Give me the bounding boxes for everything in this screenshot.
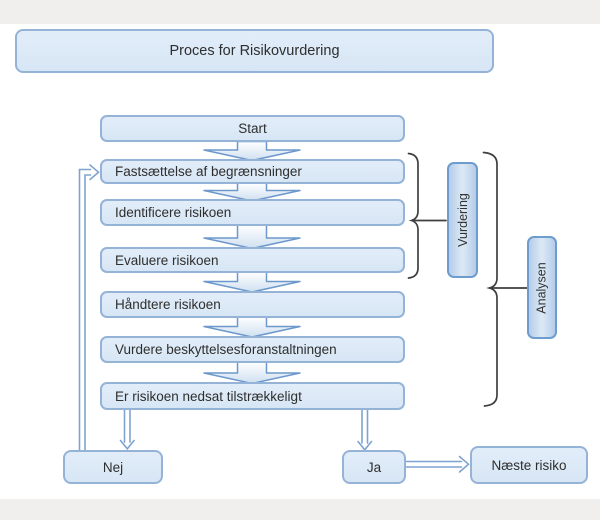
flow-arrow-3 — [203, 224, 301, 250]
top-gray-band — [0, 0, 600, 24]
flow-step-start: Start — [100, 115, 405, 142]
bracket-vurdering — [407, 152, 447, 279]
arrow-to-ja — [357, 409, 373, 452]
flow-step-define-limits: Fastsættelse af begrænsninger — [100, 159, 405, 184]
flow-step-risk-reduced-check: Er risikoen nedsat tilstrækkeligt — [100, 382, 405, 410]
arrow-ja-to-next — [405, 455, 470, 473]
flow-arrow-1 — [203, 140, 301, 162]
flow-step-assess-safeguards: Vurdere beskyttelsesforanstaltningen — [100, 336, 405, 363]
flow-step-identify-risk: Identificere risikoen — [100, 199, 405, 226]
vurdering-label-box: Vurdering — [447, 162, 478, 278]
flow-arrow-5 — [203, 316, 301, 338]
feedback-arrow-nej-to-constraints — [78, 164, 100, 451]
analysen-label-box: Analysen — [527, 236, 557, 339]
flow-step-handle-risk: Håndtere risikoen — [100, 291, 405, 318]
analysen-label: Analysen — [535, 261, 549, 314]
next-risk-box: Næste risiko — [470, 446, 588, 484]
diagram-title: Proces for Risikovurdering — [15, 29, 494, 73]
flow-step-evaluate-risk: Evaluere risikoen — [100, 247, 405, 273]
flow-arrow-6 — [203, 361, 301, 385]
arrow-to-nej — [119, 409, 135, 451]
flow-arrow-4 — [203, 271, 301, 293]
vurdering-label: Vurdering — [455, 193, 470, 247]
outcome-ja-box: Ja — [342, 450, 406, 484]
bracket-analysen — [482, 151, 529, 407]
outcome-nej-box: Nej — [63, 450, 163, 484]
bottom-gray-band — [0, 499, 600, 520]
